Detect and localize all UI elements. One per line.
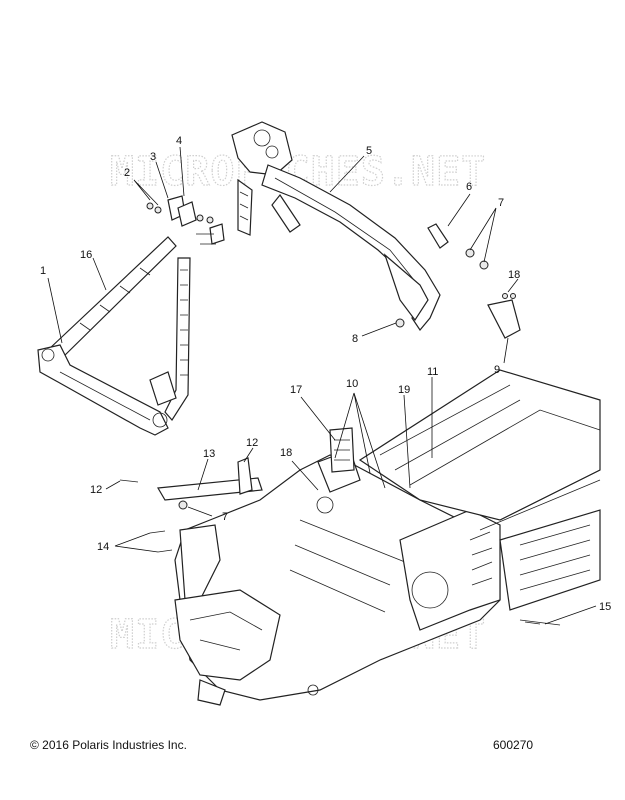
callout-12-right: 12 bbox=[246, 437, 258, 449]
left-lower-frame bbox=[37, 236, 191, 436]
callout-15: 15 bbox=[599, 601, 611, 613]
callout-13: 13 bbox=[203, 448, 215, 460]
tunnel-rails bbox=[358, 369, 601, 626]
callout-17: 17 bbox=[290, 384, 302, 396]
callout-2: 2 bbox=[124, 167, 130, 179]
callout-8: 8 bbox=[352, 333, 358, 345]
callout-3: 3 bbox=[150, 151, 156, 163]
callout-12-left: 12 bbox=[90, 484, 102, 496]
callout-18-chassis: 18 bbox=[280, 447, 292, 459]
link-rod-hardware bbox=[427, 223, 489, 270]
reference-number: 600270 bbox=[493, 738, 534, 752]
callout-6: 6 bbox=[466, 181, 472, 193]
upper-frame-bar bbox=[231, 121, 441, 332]
callout-7-top: 7 bbox=[498, 197, 504, 209]
callout-4: 4 bbox=[176, 135, 182, 147]
callout-5: 5 bbox=[366, 145, 372, 157]
callout-9: 9 bbox=[494, 364, 500, 376]
callout-18-top: 18 bbox=[508, 269, 520, 281]
bolts-14-15 bbox=[149, 530, 541, 625]
callout-7-mid: 7 bbox=[222, 511, 228, 523]
leader-lines bbox=[47, 146, 597, 625]
copyright-text: © 2016 Polaris Industries Inc. bbox=[30, 738, 187, 752]
bracket-hardware bbox=[146, 195, 225, 245]
main-chassis bbox=[174, 427, 501, 706]
callout-16: 16 bbox=[80, 249, 92, 261]
nut-8 bbox=[395, 318, 405, 328]
mid-bracket bbox=[119, 457, 263, 510]
mount-plate bbox=[487, 293, 521, 339]
callout-10: 10 bbox=[346, 378, 358, 390]
callout-19: 19 bbox=[398, 384, 410, 396]
callout-14: 14 bbox=[97, 541, 109, 553]
callout-1: 1 bbox=[40, 265, 46, 277]
callout-11: 11 bbox=[427, 366, 438, 378]
